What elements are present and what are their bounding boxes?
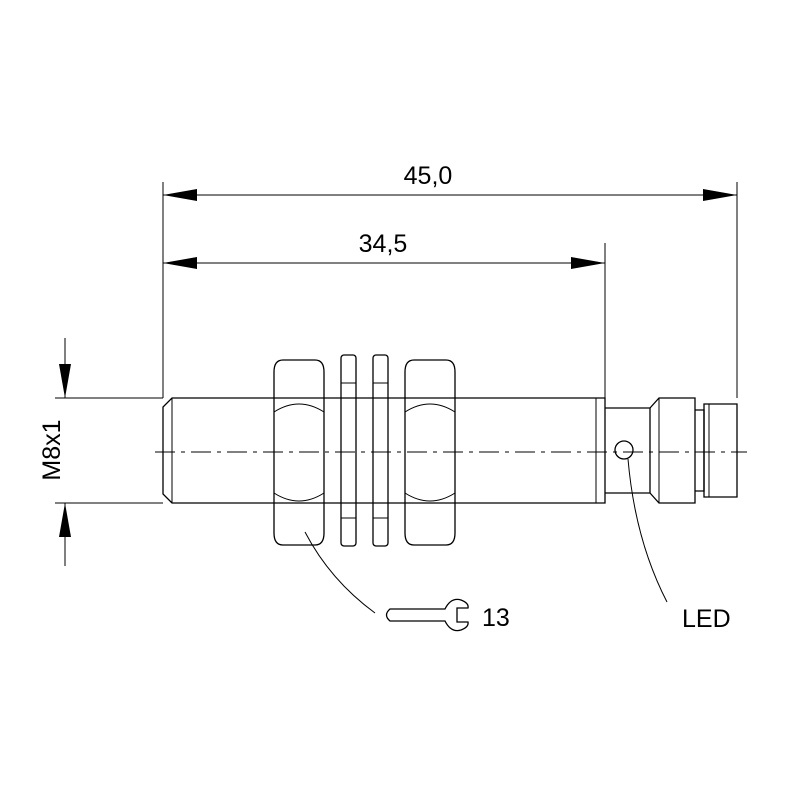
hex-nut-right: [404, 359, 456, 546]
led-indicator: [614, 440, 634, 460]
thread-diameter-dimension: M8x1: [38, 338, 163, 566]
connector-collar: [649, 397, 696, 504]
washers: [340, 354, 389, 547]
wrench-icon: [385, 598, 469, 632]
thread-length-label: 34,5: [359, 230, 408, 258]
thread-length-dimension: 34,5: [163, 230, 606, 398]
led-callout: LED: [627, 458, 731, 633]
wrench-size-callout: 13: [304, 531, 510, 632]
thread-diameter-label: M8x1: [38, 419, 66, 480]
sensor-body: [162, 397, 738, 504]
leader-line-wrench: [304, 531, 376, 614]
hex-nut-left: [273, 359, 325, 546]
connector-neck: [695, 409, 705, 492]
connector-plug: [703, 403, 738, 498]
arrowhead-right: [703, 189, 737, 201]
threaded-sleeve: [162, 397, 606, 504]
washer-right: [372, 354, 389, 547]
arrowhead-left: [163, 257, 197, 269]
led-housing: [605, 407, 651, 494]
arrowhead-left: [163, 189, 197, 201]
arrowhead-bottom: [59, 503, 71, 537]
arrowhead-top: [59, 364, 71, 398]
overall-length-label: 45,0: [404, 162, 453, 190]
washer-left: [340, 354, 357, 547]
leader-line-led: [627, 458, 668, 603]
wrench-size-label: 13: [482, 604, 510, 632]
arrowhead-right: [571, 257, 605, 269]
overall-length-dimension: 45,0: [162, 162, 738, 398]
led-label: LED: [682, 605, 731, 633]
